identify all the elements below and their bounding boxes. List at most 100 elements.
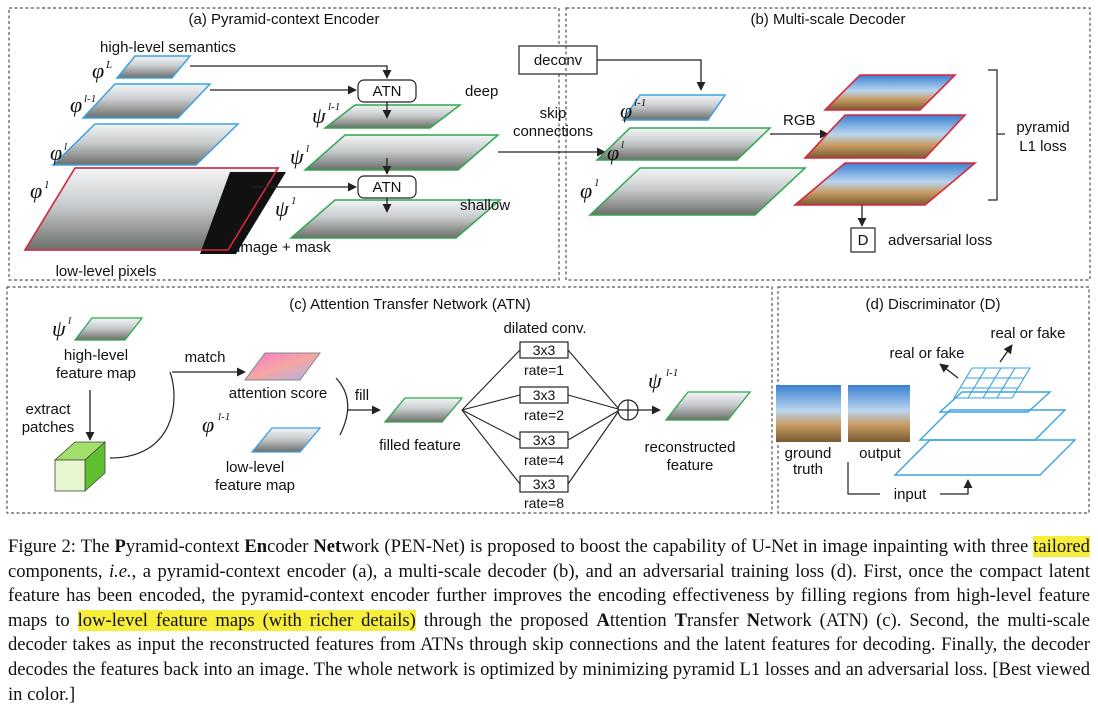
image-mask-label: image + mask	[237, 239, 331, 256]
decoder-layer-l-1	[621, 94, 727, 121]
psi-l-c-sup: l	[68, 315, 71, 327]
caption-text: ransfer	[687, 609, 747, 631]
decoder-layer-1	[588, 167, 807, 216]
arrow-deconv-to-decoder	[597, 59, 706, 91]
image-mask-edge	[200, 172, 286, 254]
encoder-layer-l-1	[81, 83, 212, 119]
caption-bold-net: Net	[313, 536, 342, 557]
branch-line-8-out	[567, 411, 619, 485]
caption-text: work (PEN-Net) is proposed to boost the …	[341, 536, 1034, 557]
caption-label: Figure 2: The	[8, 536, 115, 557]
psi-out-sup: l-1	[666, 367, 678, 379]
figure-diagram: (a) Pyramid-context Encoder high-level s…	[6, 7, 1091, 514]
dilated-conv-label: dilated conv.	[503, 320, 586, 337]
phi-1-symbol: φ	[30, 178, 42, 203]
caption-text: through the proposed	[415, 609, 597, 631]
arrow-real-fake-1	[999, 344, 1013, 363]
rate-2-label: rate=2	[524, 407, 564, 423]
attention-score-map	[244, 352, 321, 381]
atn-top-label: ATN	[373, 83, 402, 100]
high-level-label-1: high-level	[64, 347, 128, 364]
filled-feature-map	[383, 397, 464, 423]
deep-label: deep	[465, 83, 498, 100]
phi-l-sup: l	[64, 141, 67, 153]
conv-kernel-2: 3x3	[533, 387, 556, 403]
caption-text: ttention	[609, 609, 675, 631]
caption-text: components,	[8, 560, 109, 582]
caption-text: etwork (ATN) (c). Second, the multi-scal…	[8, 609, 1090, 705]
phi-l-symbol: φ	[50, 140, 62, 165]
shallow-label: shallow	[460, 197, 510, 214]
patches-cube-front	[54, 459, 86, 492]
psi-l-1-sup: l-1	[328, 101, 340, 113]
arrow-input	[940, 479, 973, 495]
rate-8-label: rate=8	[524, 495, 564, 511]
decoder-layer-l	[595, 127, 772, 161]
disc-output-grid	[953, 367, 1031, 399]
varphi-1-symbol: φ	[580, 178, 592, 203]
rate-4-label: rate=4	[524, 452, 564, 468]
branch-line-2-out	[567, 394, 619, 410]
ground-truth-image	[776, 385, 841, 442]
panel-c-title: (c) Attention Transfer Network (ATN)	[289, 296, 530, 313]
reconstructed-label-1: reconstructed	[645, 439, 736, 456]
branch-line-1-out	[567, 349, 619, 409]
fill-label: fill	[355, 387, 369, 404]
disc-layer-2	[918, 409, 1067, 441]
panel-a-frame	[8, 7, 560, 281]
psi-l-symbol: ψ	[290, 144, 304, 169]
branch-line-1-in	[461, 349, 521, 411]
encoder-layer-l	[51, 123, 240, 166]
input-line-left	[847, 462, 880, 495]
real-or-fake-label-2: real or fake	[889, 345, 964, 362]
input-image-frame	[23, 167, 280, 251]
arrow-real-fake-2	[939, 363, 959, 379]
deconv-label: deconv	[534, 52, 583, 69]
adversarial-loss-label: adversarial loss	[888, 232, 992, 249]
branch-line-8-in	[461, 409, 521, 485]
phi-l-1-c-symbol: φ	[202, 412, 214, 437]
caption-text: coder	[267, 536, 314, 557]
extract-label-2: patches	[22, 419, 75, 436]
rgb-label: RGB	[783, 112, 816, 129]
low-level-feature-map	[250, 427, 322, 453]
conv-kernel-4: 3x3	[533, 432, 556, 448]
extract-label-1: extract	[25, 401, 71, 418]
psi-l-sup: l	[306, 143, 309, 155]
output-label: output	[859, 445, 902, 462]
phi-1-sup: 1	[44, 179, 50, 191]
caption-italic-ie: i.e.	[108, 560, 132, 582]
panel-d-frame	[777, 286, 1090, 514]
attention-score-label: attention score	[229, 385, 327, 402]
panel-b-frame	[565, 7, 1091, 281]
psi-out-symbol: ψ	[648, 368, 662, 393]
l1-loss-label: L1 loss	[1019, 138, 1067, 155]
ground-label: ground	[785, 445, 832, 462]
pyramid-label: pyramid	[1016, 119, 1069, 136]
panel-b-title: (b) Multi-scale Decoder	[750, 11, 905, 28]
psi-l-c-symbol: ψ	[52, 316, 66, 341]
conv-box-8	[519, 475, 569, 493]
panel-a-title: (a) Pyramid-context Encoder	[189, 11, 380, 28]
figure-caption: Figure 2: The Pyramid-context Encoder Ne…	[8, 535, 1090, 707]
caption-bold-p: P	[114, 536, 126, 557]
truth-label: truth	[793, 461, 823, 478]
panel-c-frame	[6, 286, 773, 514]
caption-text: yramid-context	[125, 536, 245, 557]
input-label: input	[894, 486, 927, 503]
branch-line-4-out	[567, 410, 619, 441]
curve-fill	[335, 377, 349, 436]
connections-label: connections	[513, 123, 593, 140]
varphi-l-sup: l	[621, 139, 624, 151]
skip-label: skip	[540, 105, 567, 122]
panel-d-title: (d) Discriminator (D)	[866, 296, 1001, 313]
high-level-feature-map	[73, 317, 144, 341]
varphi-l-symbol: φ	[607, 140, 619, 165]
caption-bold-t: T	[674, 609, 688, 631]
d-box	[850, 227, 876, 253]
caption-bold-n: N	[746, 609, 761, 631]
real-or-fake-label-1: real or fake	[990, 325, 1065, 342]
caption-bold-en: En	[244, 536, 268, 557]
branch-line-2-in	[461, 394, 521, 411]
conv-kernel-8: 3x3	[533, 476, 556, 492]
